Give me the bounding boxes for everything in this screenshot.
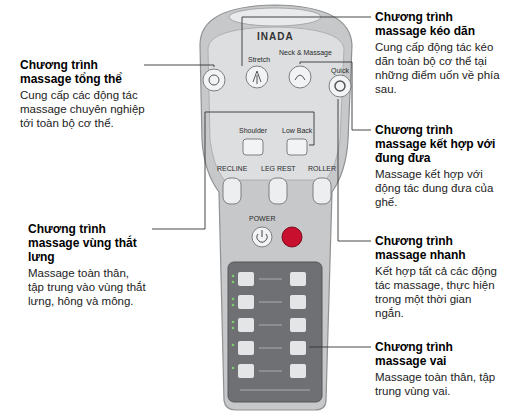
button-icon [295,75,305,80]
callout-heading: Chương trình massage vùng thắt lưng [28,222,148,264]
brand-name: INADA [257,31,294,43]
stop-button [282,227,302,247]
button-label: Neck & Massage [279,48,332,57]
callout-text: Kết hợp tất cả các động tác massage, thự… [375,264,503,320]
roller-button [313,178,331,204]
callout-text: Massage kết hợp với động tác đung đưa củ… [375,167,503,209]
power-button [252,227,272,247]
lowback-button [287,139,307,155]
panel-marks [240,279,310,390]
remote-face [208,27,344,180]
button-label: POWER [249,214,275,223]
callout-text: Massage toàn thân, tập trung vào vùng th… [28,266,146,308]
button-label: RECLINE [217,164,247,173]
button-label: Low Back [282,126,312,135]
panel-leds [232,275,235,370]
callout-text: Cung cấp các động tác massage chuyên ngh… [20,88,148,130]
recline-button [223,178,241,204]
button-icon [209,75,219,85]
lower-panel [228,262,322,402]
callout-heading: Chương trình massage nhanh [375,234,503,262]
quick-button [329,75,351,97]
callout-heading: Chương trình massage kết hợp với đung đư… [375,123,503,165]
neck-button [289,66,311,88]
callout-heading: Chương trình massage kéo dãn [375,10,503,38]
button-label: ROLLER [308,164,336,173]
remote-body [200,5,352,410]
callout-text: Cung cấp động tác kéo dãn toàn bộ cơ thể… [375,40,503,96]
button-label: Quick [331,66,349,75]
button-icon [335,81,345,91]
panel-buttons [238,272,306,378]
callout-text: Massage toàn thân, tập trung vùng vai. [375,370,503,398]
button-label: Stretch [248,55,270,64]
legrest-button [269,178,287,204]
callout-heading: Chương trình massage tổng thể [20,58,140,86]
power-icon [257,230,267,242]
auto-button [203,69,225,91]
leader-lines [144,17,371,347]
button-label: LEG REST [261,164,296,173]
shoulder-button [243,139,263,155]
button-label: Shoulder [239,126,267,135]
stretch-button [246,66,268,88]
button-icon [253,71,261,84]
callout-heading: Chương trình massage vai [375,340,503,368]
